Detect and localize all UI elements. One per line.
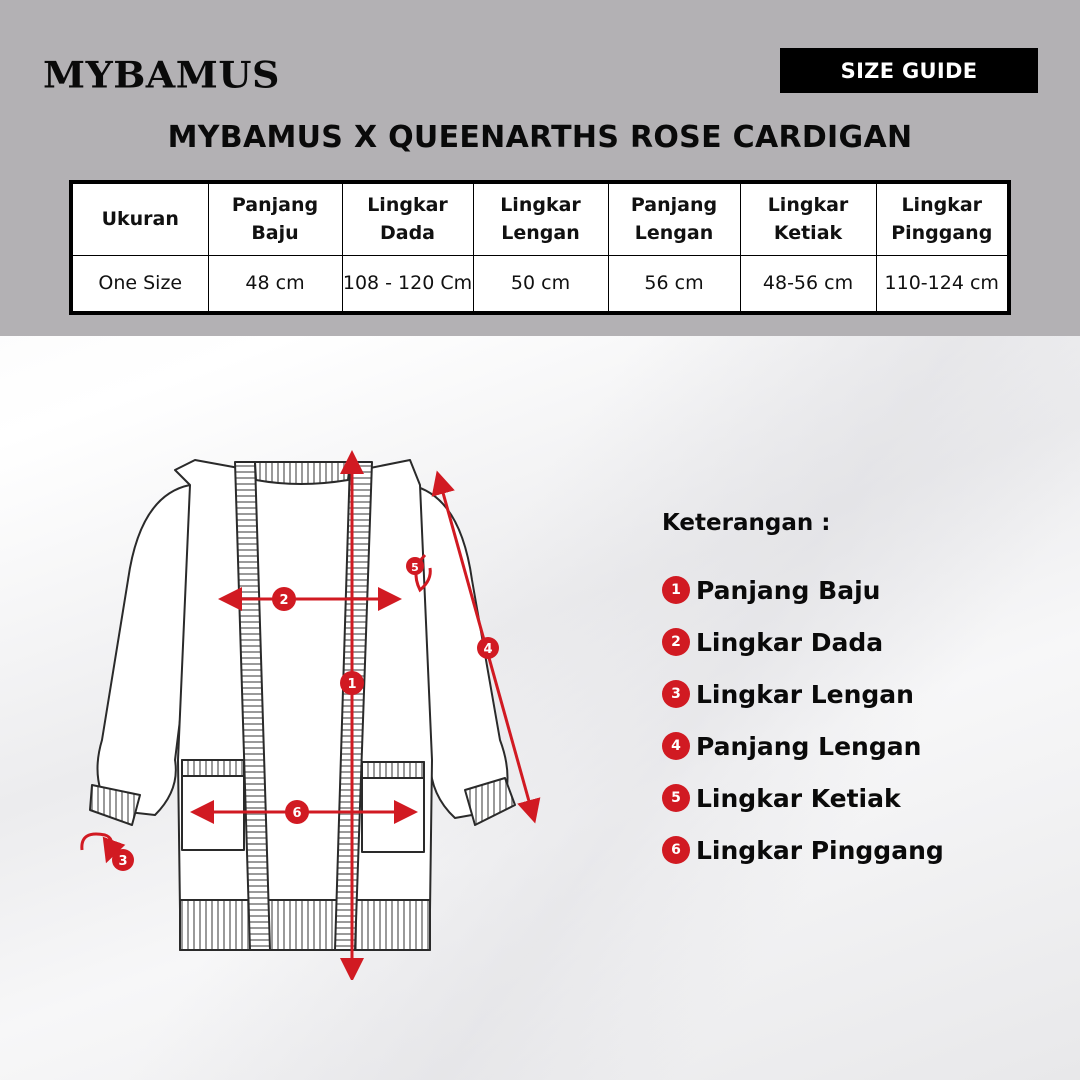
legend-item-lingkar-dada: 2 Lingkar Dada — [662, 616, 944, 668]
number-3-icon: 3 — [662, 680, 690, 708]
legend-label: Lingkar Lengan — [696, 679, 914, 709]
size-guide-badge: SIZE GUIDE — [780, 48, 1038, 93]
svg-text:1: 1 — [347, 677, 356, 692]
number-4-icon: 4 — [662, 732, 690, 760]
legend-label: Panjang Lengan — [696, 731, 922, 761]
table-row: One Size 48 cm 108 - 120 Cm 50 cm 56 cm … — [70, 254, 1010, 314]
legend-label: Panjang Baju — [696, 575, 881, 605]
brand-logo: MYBAMUS — [43, 53, 280, 96]
legend-item-lingkar-lengan: 3 Lingkar Lengan — [662, 668, 944, 720]
legend-item-lingkar-ketiak: 5 Lingkar Ketiak — [662, 772, 944, 824]
legend-title: Keterangan : — [662, 510, 831, 536]
legend-item-panjang-baju: 1 Panjang Baju — [662, 564, 944, 616]
header-ukuran: Ukuran — [70, 181, 209, 256]
cell-panjang-baju: 48 cm — [207, 254, 343, 314]
legend-label: Lingkar Dada — [696, 627, 884, 657]
svg-text:3: 3 — [118, 854, 127, 869]
cardigan-diagram: 1 2 3 4 5 6 — [80, 450, 541, 980]
product-title: MYBAMUS X QUEENARTHS ROSE CARDIGAN — [167, 120, 913, 155]
cell-ukuran: One Size — [70, 254, 209, 314]
number-2-icon: 2 — [662, 628, 690, 656]
cell-lingkar-dada: 108 - 120 Cm — [341, 254, 474, 314]
svg-text:5: 5 — [411, 561, 419, 574]
legend: Keterangan : 1 Panjang Baju 2 Lingkar Da… — [662, 510, 944, 876]
svg-text:6: 6 — [292, 806, 301, 821]
legend-label: Lingkar Pinggang — [696, 835, 944, 865]
cell-lingkar-ketiak: 48-56 cm — [739, 254, 877, 314]
cell-panjang-lengan: 56 cm — [607, 254, 741, 314]
svg-text:2: 2 — [279, 593, 288, 608]
number-1-icon: 1 — [662, 576, 690, 604]
legend-label: Lingkar Ketiak — [696, 783, 901, 813]
legend-item-panjang-lengan: 4 Panjang Lengan — [662, 720, 944, 772]
number-6-icon: 6 — [662, 836, 690, 864]
svg-text:4: 4 — [483, 642, 492, 657]
number-5-icon: 5 — [662, 784, 690, 812]
legend-item-lingkar-pinggang: 6 Lingkar Pinggang — [662, 824, 944, 876]
cell-lingkar-lengan: 50 cm — [472, 254, 609, 314]
cell-lingkar-pinggang: 110-124 cm — [875, 254, 1010, 314]
